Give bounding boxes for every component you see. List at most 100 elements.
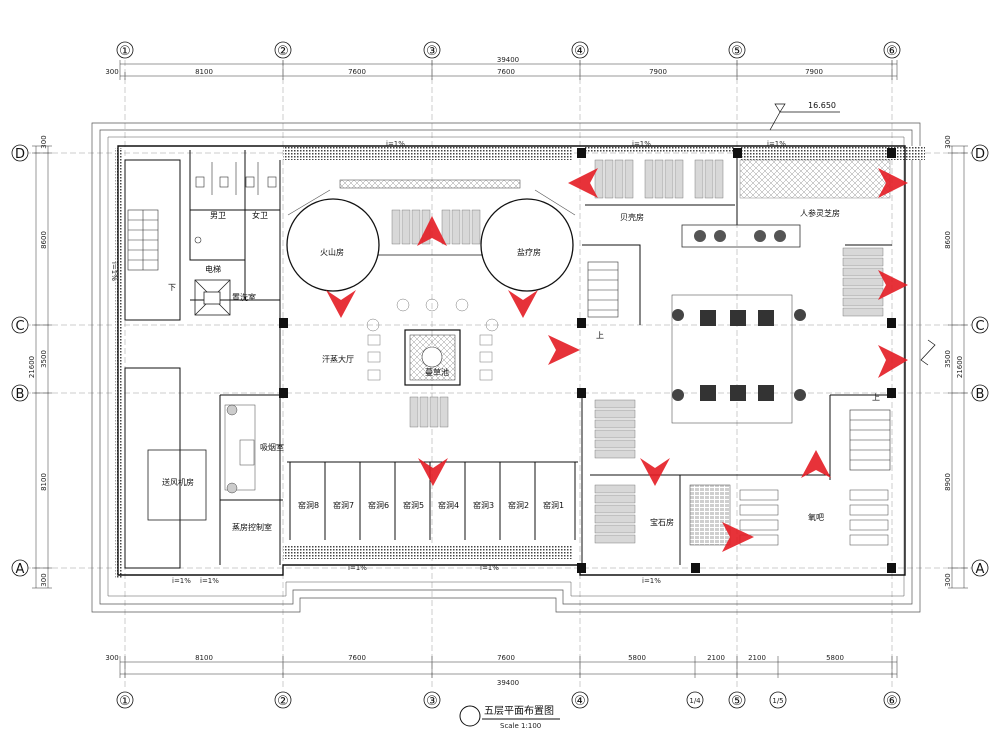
bottom-span-dimension: 2100 [707, 654, 725, 662]
column-axis-bubbles: ① ② ③ ④ ⑤ ⑥ ① ② ③ ④ 1/4 ⑤ 1/5 ⑥ [116, 41, 901, 709]
sweat-hall-furniture [366, 298, 499, 381]
svg-text:③: ③ [426, 44, 438, 59]
left-total-dimension: 21600 [28, 356, 36, 378]
axis-bubble-right-A: A [971, 559, 989, 577]
right-total-dimension: 21600 [956, 356, 964, 378]
bottom-dimension-chain [119, 656, 898, 678]
flow-arrow [801, 450, 831, 478]
right-stair-upper [587, 261, 619, 318]
flow-arrow [878, 345, 908, 378]
flow-arrow [326, 290, 356, 318]
svg-text:A: A [16, 562, 25, 577]
svg-text:④: ④ [574, 44, 586, 59]
shell-room-label: 贝壳房 [620, 212, 644, 222]
svg-text:A: A [976, 562, 985, 577]
lounger-group-center [409, 396, 449, 428]
bench-row-top [287, 179, 576, 216]
svg-text:⑤: ⑤ [731, 44, 743, 59]
top-span-dimension: 7900 [649, 68, 667, 76]
cave-partitions [289, 462, 576, 540]
cave-6-label: 窑洞6 [368, 500, 389, 510]
planter-band [681, 224, 801, 248]
central-lounge [671, 294, 806, 424]
cave-2-label: 窑洞2 [508, 500, 529, 510]
flow-arrow [878, 168, 908, 198]
axis-bubble-left-A: A [11, 559, 29, 577]
axis-bubble-bottom-1: ① [116, 691, 134, 709]
flow-arrow [418, 458, 448, 486]
drawing-scale: Scale 1:100 [500, 722, 541, 730]
smoking-room-furniture [224, 404, 256, 494]
cave-8-label: 窑洞8 [298, 500, 319, 510]
perimeter-gutters [115, 146, 925, 578]
bottom-span-dimension: 7600 [497, 654, 515, 662]
slope-label: i=1% [386, 140, 405, 148]
bottom-span-dimension: 5800 [628, 654, 646, 662]
top-span-dimension: 7600 [497, 68, 515, 76]
bottom-edge-dimension: 300 [105, 654, 118, 662]
axis-bubble-top-3: ③ [423, 41, 441, 59]
cave-7-label: 窑洞7 [333, 500, 354, 510]
top-dimension-chain [119, 60, 898, 80]
stair-up-label-2: 上 [872, 393, 880, 402]
flow-arrow [878, 270, 908, 300]
flow-arrows [326, 168, 908, 552]
svg-text:1/4: 1/4 [689, 697, 701, 705]
mens-wc-label: 男卫 [210, 211, 226, 220]
right-span-dimension: 300 [944, 135, 952, 148]
cave-1-label: 窑洞1 [543, 500, 564, 510]
gem-room-label: 宝石房 [650, 517, 674, 527]
slope-label: i=1% [632, 140, 651, 148]
right-span-dimension: 3500 [944, 350, 952, 368]
axis-bubble-top-4: ④ [571, 41, 589, 59]
right-span-dimension: 8900 [944, 473, 952, 491]
bottom-span-dimension: 8100 [195, 654, 213, 662]
svg-text:B: B [976, 387, 985, 402]
lounger-group-top [391, 209, 481, 245]
right-stair-lower [849, 409, 891, 471]
bottom-total-dimension: 39400 [497, 679, 519, 687]
bottom-span-dimension: 5800 [826, 654, 844, 662]
left-dimension-chain [32, 145, 52, 589]
cave-4-label: 窑洞4 [438, 500, 459, 510]
shell-room-loungers [594, 159, 724, 199]
slope-label: i=1% [642, 577, 661, 585]
left-span-dimension: 3500 [40, 350, 48, 368]
right-span-dimension: 8600 [944, 231, 952, 249]
flow-arrow [568, 168, 598, 198]
axis-bubble-bottom-1-5: 1/5 [769, 691, 787, 709]
air-supply-room-label: 送风机房 [162, 477, 194, 487]
axis-bubble-top-6: ⑥ [883, 41, 901, 59]
top-edge-dimension: 300 [105, 68, 118, 76]
axis-bubble-left-C: C [11, 316, 29, 334]
svg-text:B: B [16, 387, 25, 402]
oxygen-bar-label: 氧吧 [808, 512, 824, 522]
flow-arrow [722, 522, 754, 552]
oxygen-bar-furniture [689, 484, 889, 546]
structural-columns [279, 148, 896, 573]
toilet-fixtures [194, 162, 277, 244]
svg-text:①: ① [119, 44, 131, 59]
axis-grid [25, 60, 975, 690]
axis-bubble-right-B: B [971, 384, 989, 402]
flow-arrow [417, 216, 447, 246]
elevator-label: 电梯 [205, 264, 221, 274]
interior-walls [124, 150, 892, 569]
svg-text:⑥: ⑥ [886, 44, 898, 59]
round-rooms [286, 198, 574, 292]
svg-text:④: ④ [574, 694, 586, 709]
pool-label: 蔓草池 [425, 367, 449, 377]
bottom-span-dimension: 7600 [348, 654, 366, 662]
axis-bubble-top-5: ⑤ [728, 41, 746, 59]
svg-text:D: D [15, 147, 25, 162]
ginseng-room-label: 人参灵芝房 [800, 208, 840, 218]
svg-text:①: ① [119, 694, 131, 709]
flow-arrow [640, 458, 670, 486]
right-side-loungers [842, 247, 884, 317]
row-axis-bubbles: D C B A D C B A [11, 144, 989, 577]
right-dimension-chain [948, 145, 968, 589]
cleaning-room-label: 置洗室 [232, 292, 256, 302]
right-span-dimension: 300 [944, 573, 952, 586]
axis-bubble-bottom-1-4: 1/4 [686, 691, 704, 709]
